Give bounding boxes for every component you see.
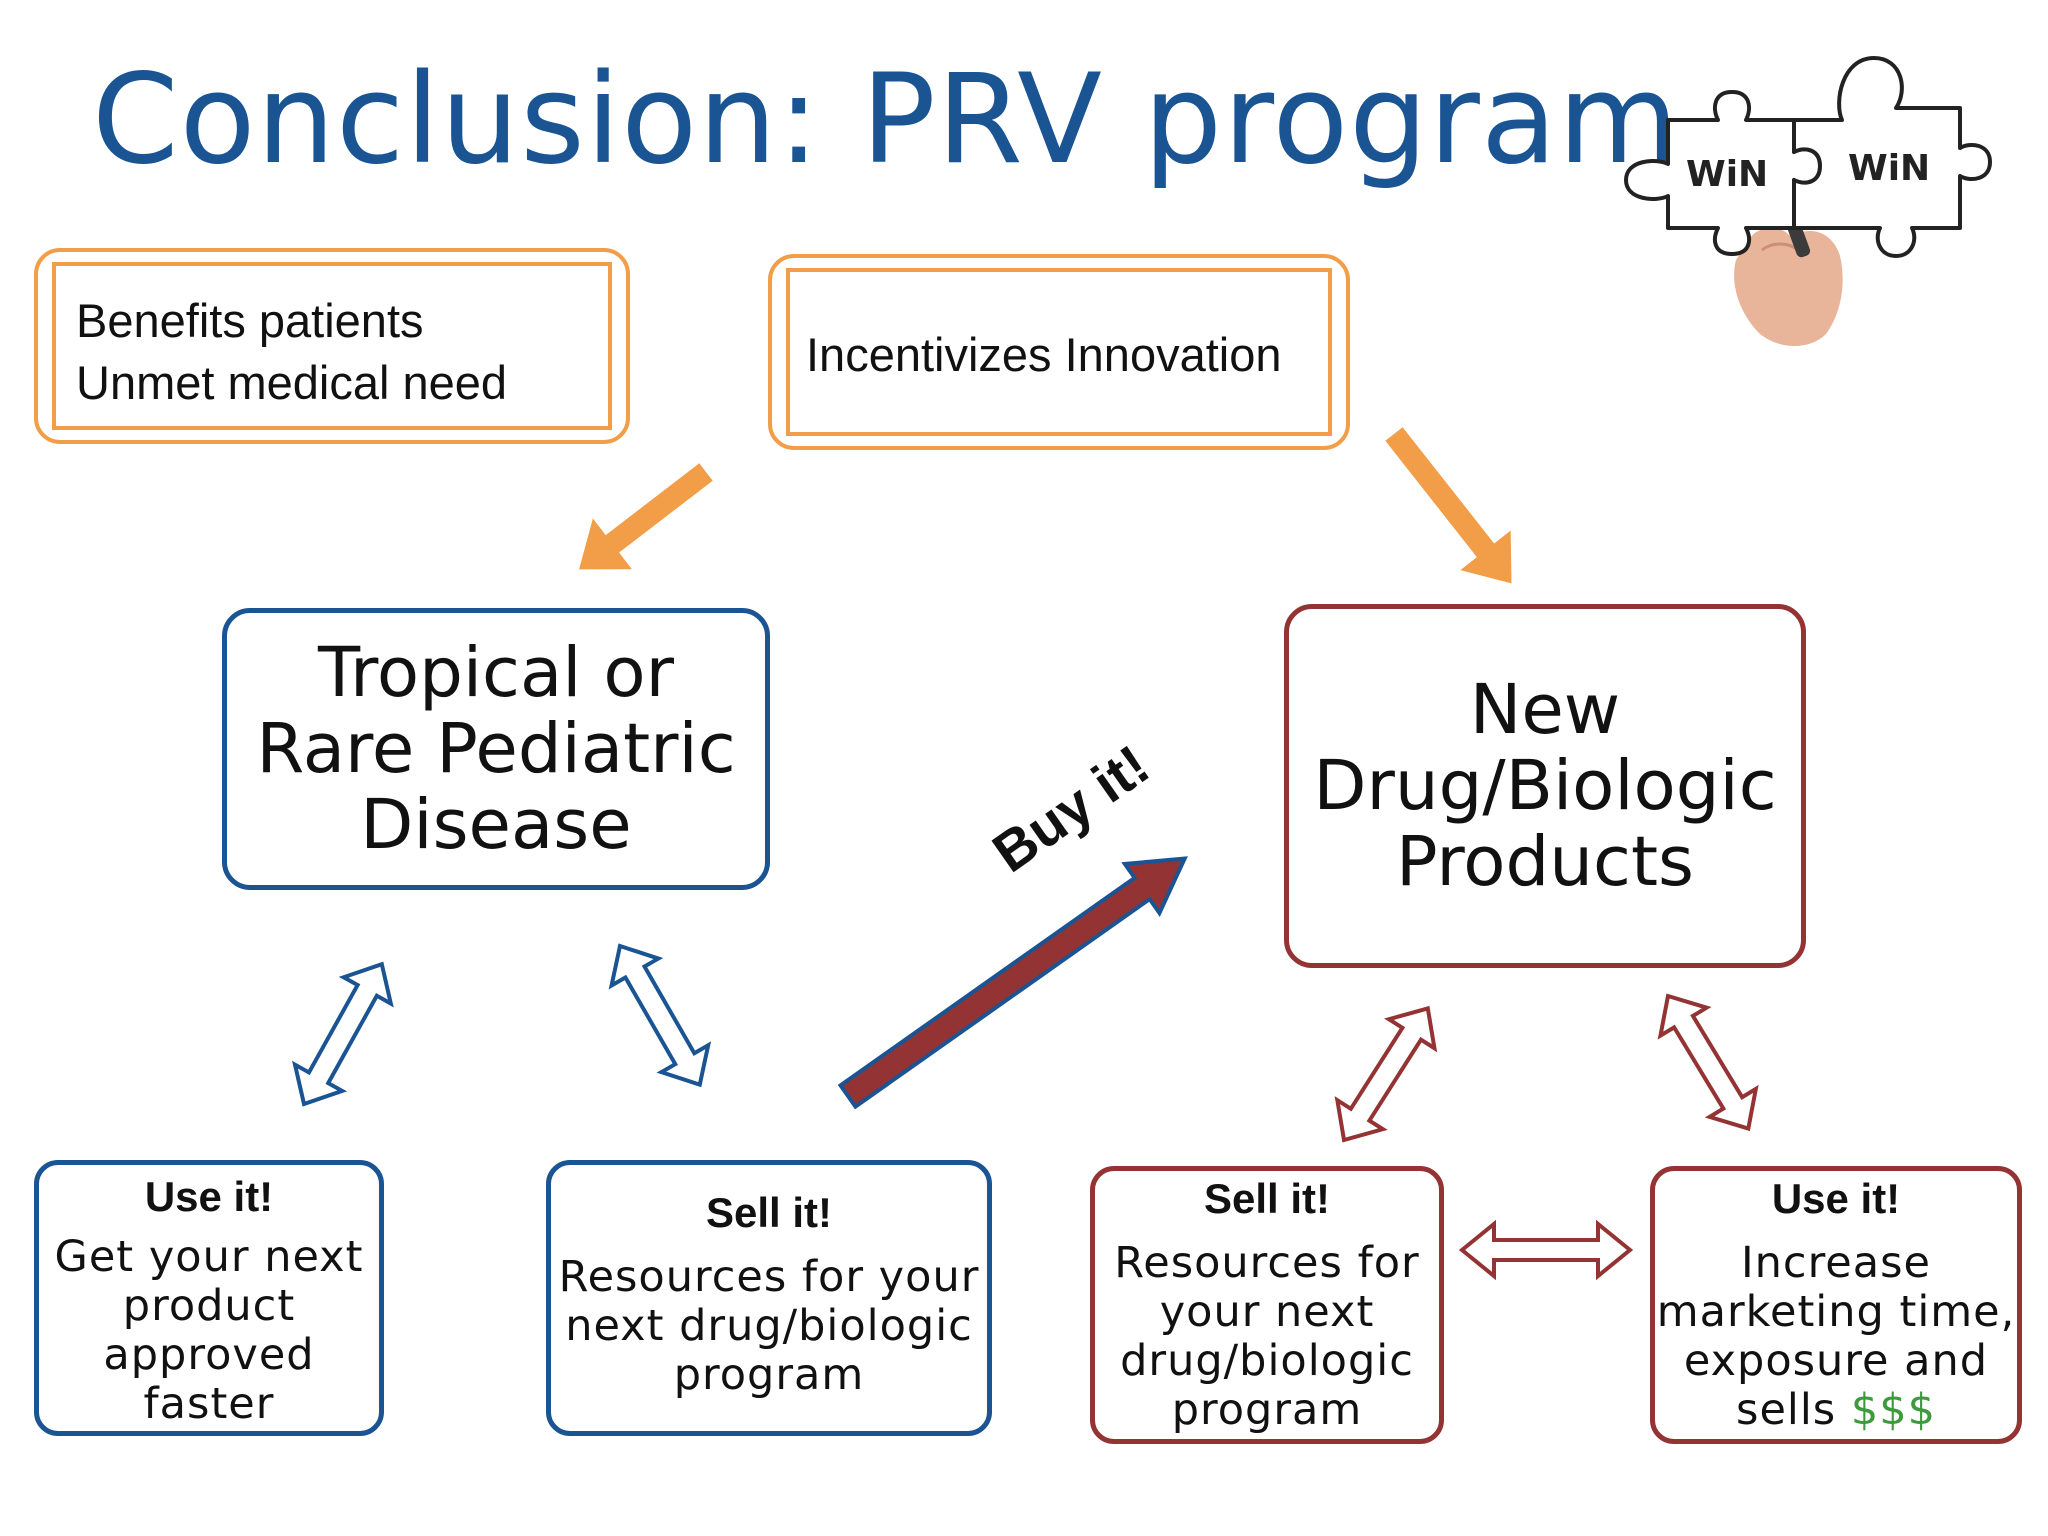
tropical-line-3: Disease — [360, 785, 632, 865]
left-sell-line-3: program — [673, 1350, 865, 1400]
benefits-line-1: Benefits patients — [76, 294, 424, 347]
new-drug-line-2: Drug/Biologic — [1313, 746, 1777, 826]
left-use-heading: Use it! — [144, 1173, 274, 1220]
left-sell-heading: Sell it! — [705, 1189, 833, 1236]
left-sell-line-2: next drug/biologic — [565, 1301, 973, 1351]
innovation-box: Incentivizes Innovation — [768, 254, 1350, 450]
benefits-line-2: Unmet medical need — [76, 356, 508, 409]
right-sell-line-4: program — [1171, 1385, 1363, 1435]
innovation-text: Incentivizes Innovation — [806, 328, 1282, 381]
right-use-sells-text: sells — [1736, 1385, 1837, 1435]
right-use-heading: Use it! — [1771, 1175, 1901, 1222]
buy-arrow — [837, 856, 1188, 1110]
tropical-line-2: Rare Pediatric — [256, 709, 736, 789]
new-drug-line-3: Products — [1396, 822, 1694, 902]
blue-double-arrow-left — [292, 961, 394, 1107]
red-double-arrow-right — [1657, 993, 1759, 1132]
right-sell-line-1: Resources for — [1114, 1238, 1420, 1288]
slide-title: Conclusion: PRV program — [92, 48, 1680, 192]
left-use-box: Use it! Get your next product approved f… — [34, 1160, 384, 1436]
right-use-box: Use it! Increase marketing time, exposur… — [1650, 1166, 2022, 1444]
puzzle-piece-right — [1792, 56, 1992, 258]
right-use-line-4: sells $$$ — [1655, 1386, 2017, 1435]
new-drug-products-box: New Drug/Biologic Products — [1284, 604, 1806, 968]
benefits-box: Benefits patients Unmet medical need — [34, 248, 630, 444]
red-double-arrow-left — [1334, 1005, 1438, 1143]
right-use-line-2: marketing time, — [1656, 1287, 2016, 1337]
left-use-line-4: faster — [143, 1379, 275, 1429]
left-use-line-3: approved — [103, 1330, 315, 1380]
tropical-disease-box: Tropical or Rare Pediatric Disease — [222, 608, 770, 890]
orange-arrow-left — [579, 463, 713, 570]
right-sell-line-3: drug/biologic — [1120, 1336, 1414, 1386]
win-left-text: WiN — [1686, 154, 1768, 195]
right-use-line-3: exposure and — [1683, 1336, 1989, 1386]
orange-arrow-right — [1385, 427, 1512, 584]
red-double-arrow-horizontal — [1458, 1219, 1634, 1281]
left-sell-box: Sell it! Resources for your next drug/bi… — [546, 1160, 992, 1436]
left-use-line-2: product — [122, 1281, 296, 1331]
tropical-line-1: Tropical or — [318, 633, 674, 713]
blue-double-arrow-right — [608, 943, 712, 1088]
left-use-line-1: Get your next — [54, 1232, 364, 1282]
money-text: $$$ — [1850, 1385, 1936, 1435]
right-sell-line-2: your next — [1159, 1287, 1375, 1337]
new-drug-line-1: New — [1469, 670, 1621, 750]
left-sell-line-1: Resources for your — [558, 1252, 980, 1302]
win-right-text: WiN — [1848, 148, 1930, 189]
right-sell-heading: Sell it! — [1203, 1175, 1331, 1222]
win-win-puzzle-image: WiN WiN — [1624, 56, 1992, 346]
right-use-line-1: Increase — [1741, 1238, 1931, 1288]
right-sell-box: Sell it! Resources for your next drug/bi… — [1090, 1166, 1444, 1444]
